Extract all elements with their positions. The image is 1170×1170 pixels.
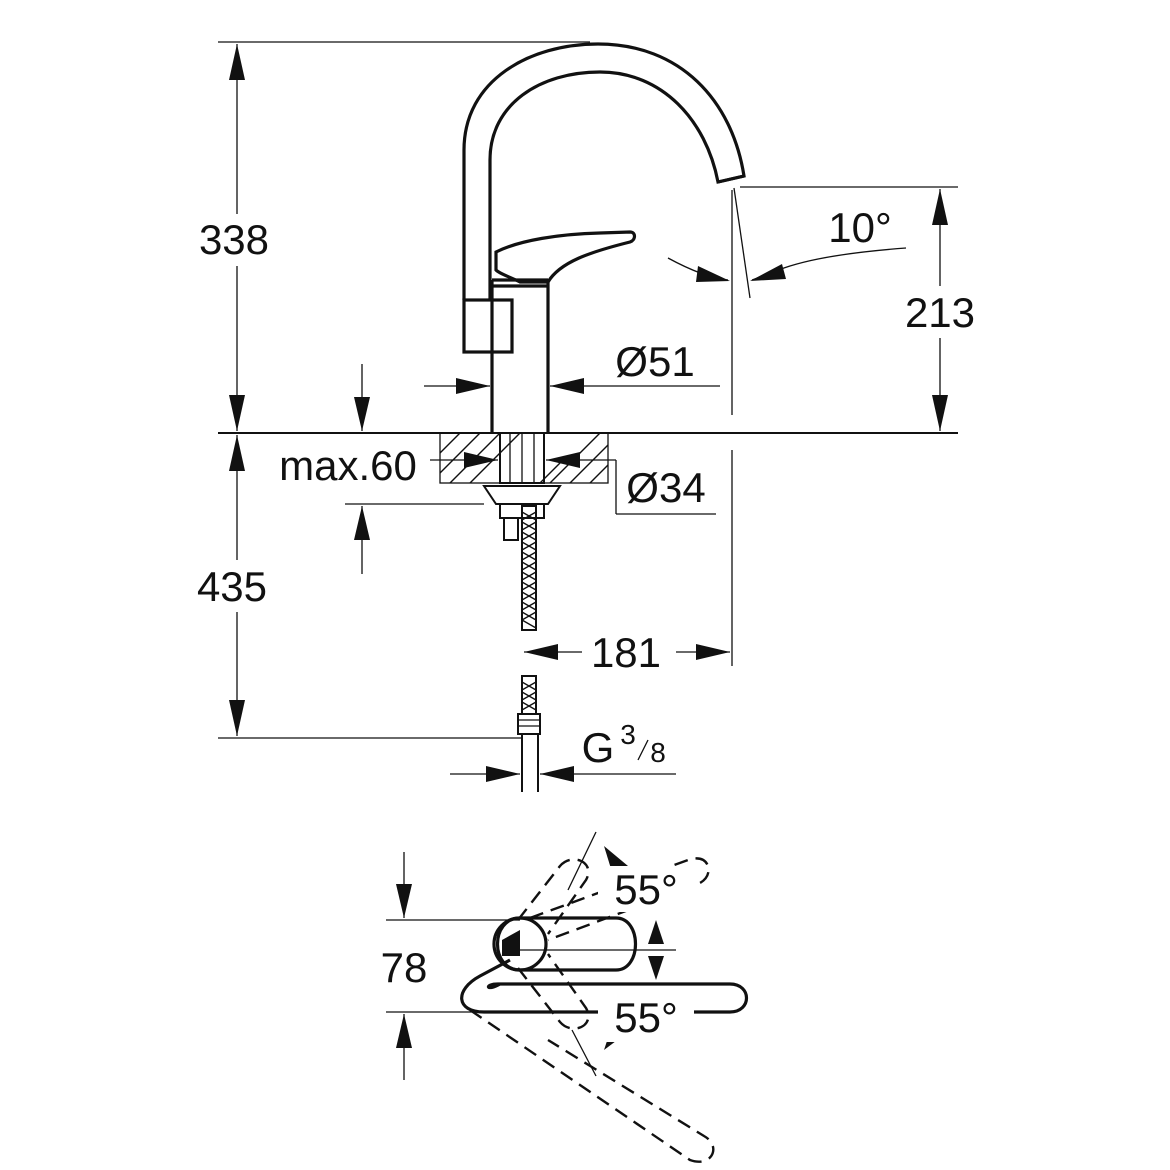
dim-181: 181 (524, 450, 733, 676)
dim-10-label: 10° (828, 204, 892, 251)
dim-thread: G 3 8 (450, 719, 676, 782)
supply-hose (517, 505, 541, 792)
faucet-elevation (218, 41, 958, 792)
dim-thread-g: G (582, 724, 615, 771)
plan-55-down-label: 55° (614, 994, 678, 1041)
spout (462, 42, 746, 300)
mounting-nut (482, 485, 562, 505)
plan-lever-up1 (517, 858, 590, 935)
hose-connector (517, 713, 541, 735)
dim-213-label: 213 (905, 289, 975, 336)
faucet-body (490, 278, 550, 433)
spout-outlet (717, 174, 745, 184)
dim-thread-den: 8 (650, 737, 666, 768)
plan-spout (460, 958, 748, 1014)
dim-hole-diameter: Ø34 (430, 452, 716, 515)
plan-lever-center (496, 916, 637, 972)
plan-view: 55° 55° 78 (381, 831, 748, 1163)
dim-181-label: 181 (591, 629, 661, 676)
spout-base (462, 298, 514, 354)
dim-thread-num: 3 (620, 719, 636, 750)
plan-55-up-label: 55° (614, 866, 678, 913)
dim-max60-label: max.60 (279, 442, 417, 489)
dim-51-label: Ø51 (615, 338, 694, 385)
dim-338-label: 338 (199, 216, 269, 263)
dim-max-60: max.60 (279, 364, 484, 574)
lever-handle (494, 230, 637, 284)
dim-34-label: Ø34 (626, 464, 705, 511)
dim-body-diameter: Ø51 (424, 338, 720, 394)
dim-10-deg: 10° (667, 187, 907, 415)
dim-338: 338 (190, 44, 284, 431)
plan-lever-down2 (469, 1009, 715, 1163)
plan-lever-down1 (517, 953, 590, 1030)
plan-78-label: 78 (381, 944, 428, 991)
dim-213: 213 (740, 186, 985, 431)
dim-435-label: 435 (197, 563, 267, 610)
plan-indicator (502, 930, 520, 956)
dim-435: 435 (188, 435, 522, 739)
